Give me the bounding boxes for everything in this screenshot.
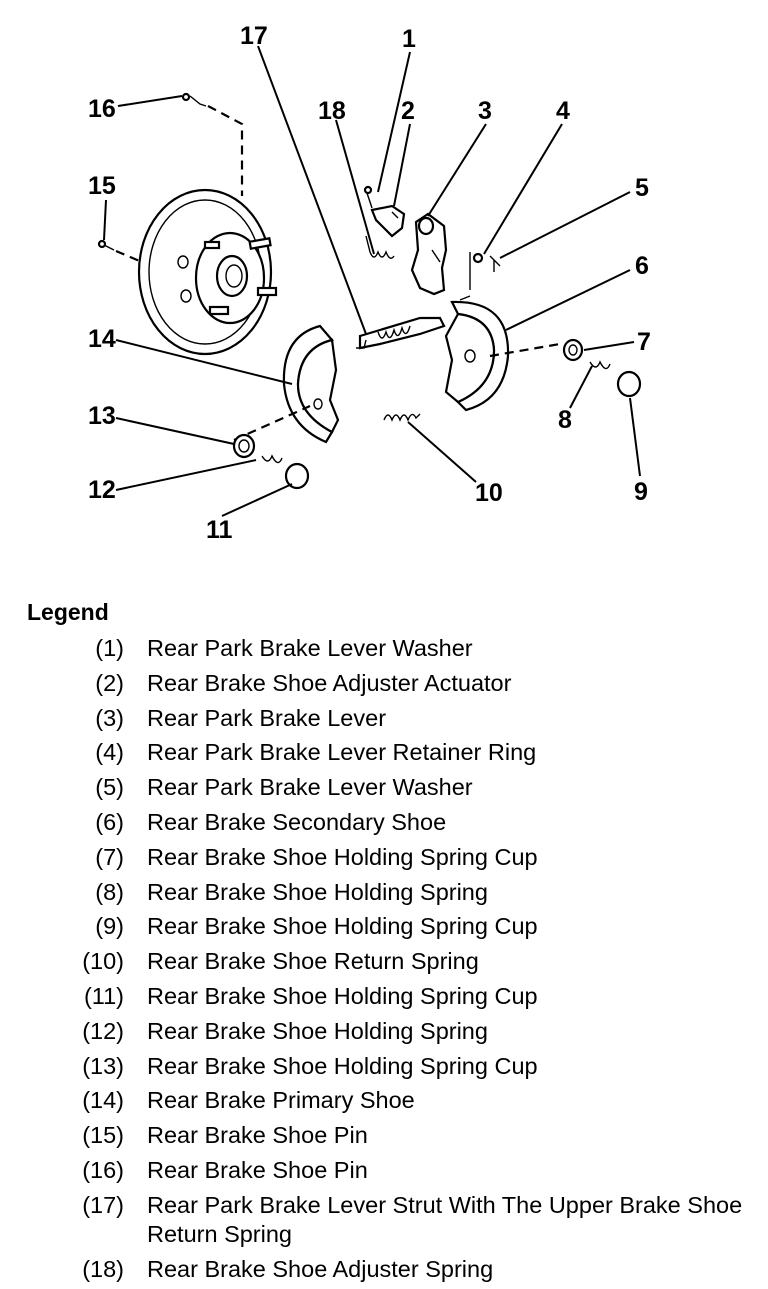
exploded-diagram: 1 2 3 4 5 6 7 8 9 10 11 12 13 14 15 16 1…	[88, 22, 651, 544]
legend-item: (16) Rear Brake Shoe Pin	[0, 1156, 768, 1185]
callout-2: 2	[401, 97, 415, 125]
secondary-shoe-part	[444, 295, 510, 412]
legend-list: (1) Rear Park Brake Lever Washer (2) Rear B…	[0, 634, 768, 1289]
legend-item: (8) Rear Brake Shoe Holding Spring	[0, 878, 768, 907]
callout-11: 11	[206, 516, 233, 544]
legend-text: Rear Brake Shoe Adjuster Spring	[147, 1255, 494, 1282]
park-brake-lever-part	[410, 212, 448, 296]
callout-7: 7	[637, 328, 651, 356]
legend-text: Rear Park Brake Lever Strut With The Upp…	[147, 1191, 743, 1247]
legend-text: Rear Brake Shoe Holding Spring	[147, 1017, 488, 1044]
legend-text: Rear Brake Shoe Holding Spring Cup	[147, 913, 538, 940]
callout-5: 5	[635, 174, 649, 202]
adjuster-actuator-part	[363, 185, 406, 238]
legend-text: Rear Brake Shoe Pin	[147, 1122, 368, 1149]
legend-number: (18)	[82, 1255, 124, 1282]
callout-13: 13	[88, 402, 116, 430]
legend-item: (14) Rear Brake Primary Shoe	[0, 1086, 768, 1115]
legend-item: (11) Rear Brake Shoe Holding Spring Cup	[0, 982, 768, 1011]
legend-number: (11)	[83, 982, 124, 1009]
legend-number: (2)	[95, 669, 124, 696]
callout-17: 17	[240, 22, 268, 50]
legend-number: (15)	[82, 1122, 124, 1149]
callout-10: 10	[475, 479, 503, 507]
legend-number: (12)	[82, 1017, 124, 1044]
legend-number: (8)	[95, 878, 124, 905]
legend-item: (6) Rear Brake Secondary Shoe	[0, 808, 768, 837]
legend-number: (16)	[82, 1156, 124, 1183]
callout-1: 1	[402, 25, 416, 53]
legend-text: Rear Brake Shoe Holding Spring Cup	[147, 982, 538, 1009]
legend-item: (12) Rear Brake Shoe Holding Spring	[0, 1017, 768, 1046]
strut-part	[356, 316, 446, 350]
legend-number: (3)	[95, 704, 124, 731]
legend-number: (13)	[82, 1052, 124, 1079]
backing-plate	[137, 188, 278, 356]
retainer-ring-part	[469, 252, 501, 290]
legend-text: Rear Brake Shoe Holding Spring Cup	[147, 1052, 538, 1079]
leader-lines	[103, 45, 641, 517]
legend-text: Rear Brake Shoe Pin	[147, 1156, 368, 1183]
legend-text: Rear Park Brake Lever Washer	[147, 635, 473, 661]
legend-item: (17) Rear Park Brake Lever Strut With The…	[0, 1191, 768, 1249]
callout-16: 16	[88, 95, 116, 123]
legend-number: (14)	[82, 1087, 124, 1114]
callout-labels: 1 2 3 4 5 6 7 8 9 10 11 12 13 14 15 16 1…	[88, 22, 651, 544]
callout-8: 8	[558, 406, 572, 434]
legend-number: (4)	[95, 739, 124, 766]
legend-text: Rear Park Brake Lever Washer	[147, 774, 473, 801]
callout-14: 14	[88, 325, 116, 353]
legend-item: (5) Rear Park Brake Lever Washer	[0, 773, 768, 802]
callout-9: 9	[634, 478, 648, 506]
legend-number: (9)	[95, 913, 124, 940]
adjuster-spring-part	[365, 235, 395, 259]
legend-item: (4) Rear Park Brake Lever Retainer Ring	[0, 738, 768, 767]
legend-item: (18) Rear Brake Shoe Adjuster Spring	[0, 1255, 768, 1284]
legend-item: (7) Rear Brake Shoe Holding Spring Cup	[0, 843, 768, 872]
primary-shoe-part	[282, 324, 340, 444]
legend-item: (2) Rear Brake Shoe Adjuster Actuator	[0, 669, 768, 698]
legend-title: Legend	[27, 599, 109, 625]
legend-item: (15) Rear Brake Shoe Pin	[0, 1121, 768, 1150]
legend-number: (6)	[95, 808, 124, 835]
legend-text: Rear Brake Shoe Holding Spring Cup	[147, 843, 538, 870]
legend-item: (1) Rear Park Brake Lever Washer	[0, 634, 768, 663]
legend-text: Rear Park Brake Lever	[147, 704, 387, 731]
legend-text: Rear Brake Secondary Shoe	[147, 808, 447, 835]
legend-item: (3) Rear Park Brake Lever	[0, 704, 768, 733]
return-spring-part	[383, 413, 421, 422]
legend-text: Rear Brake Shoe Holding Spring	[147, 878, 488, 905]
pin-16-part	[181, 92, 244, 196]
legend-item: (10) Rear Brake Shoe Return Spring	[0, 947, 768, 976]
legend-number: (1)	[95, 635, 124, 661]
legend-item: (9) Rear Brake Shoe Holding Spring Cup	[0, 912, 768, 941]
legend-text: Rear Brake Shoe Adjuster Actuator	[147, 669, 512, 696]
legend-number: (17)	[82, 1191, 124, 1218]
callout-6: 6	[635, 252, 649, 280]
legend-text: Rear Brake Primary Shoe	[147, 1087, 415, 1114]
legend-number: (5)	[95, 774, 124, 801]
callout-18: 18	[318, 97, 346, 125]
legend-number: (10)	[82, 948, 124, 975]
pin-15-part	[97, 239, 143, 264]
legend-text: Rear Park Brake Lever Retainer Ring	[147, 739, 537, 766]
callout-4: 4	[556, 97, 570, 125]
callout-12: 12	[88, 476, 116, 504]
callout-15: 15	[88, 172, 116, 200]
legend-text: Rear Brake Shoe Return Spring	[147, 948, 479, 975]
legend-number: (7)	[95, 843, 124, 870]
legend-item: (13) Rear Brake Shoe Holding Spring Cup	[0, 1052, 768, 1081]
callout-3: 3	[478, 97, 492, 125]
right-holding-spring-parts	[489, 338, 642, 398]
left-holding-spring-parts	[232, 404, 311, 490]
